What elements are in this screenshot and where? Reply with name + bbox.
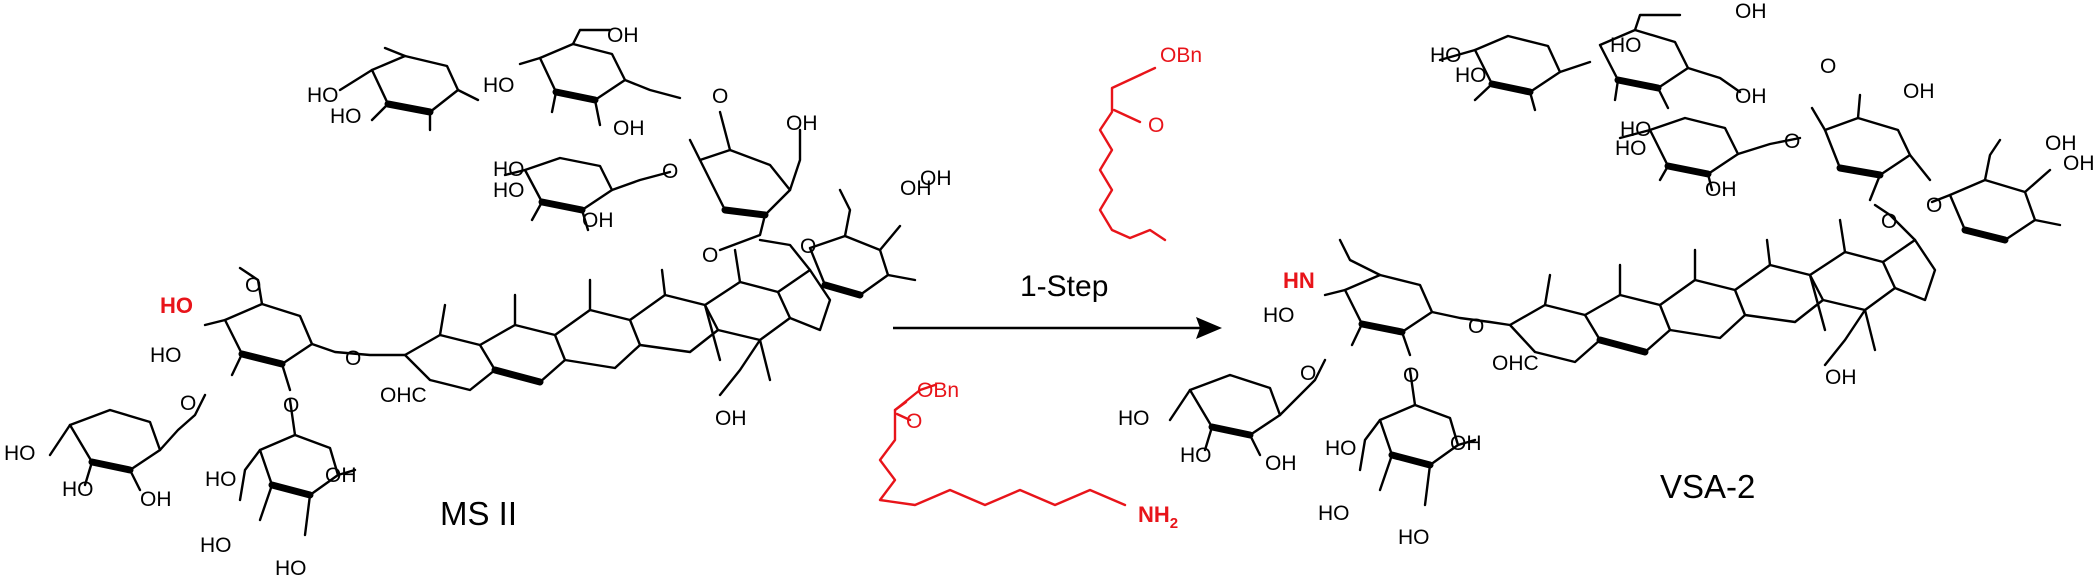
ms2-o-3: O xyxy=(800,235,816,258)
reagent-obn: OBn xyxy=(917,379,959,402)
vsa2-linker-carbonyl-o: O xyxy=(1148,114,1164,137)
vsa2-ho-8: HO xyxy=(1180,444,1212,467)
vsa2-ohc: OHC xyxy=(1492,352,1539,375)
reagent-nh2: NH2 xyxy=(1138,502,1178,532)
ms2-ho-6: HO xyxy=(150,344,182,367)
ms2-oh-4: OH xyxy=(582,209,614,232)
vsa2-ho-9: HO xyxy=(1325,437,1357,460)
ms2-ho-10: HO xyxy=(200,534,232,557)
vsa2-oh-2: OH xyxy=(1735,85,1767,108)
ms2-acid-ho: HO xyxy=(160,293,193,318)
vsa2-o-4: O xyxy=(1881,210,1897,233)
vsa2-bottom-sugar-chain xyxy=(1168,238,1512,507)
vsa2-oh-3: OH xyxy=(1903,80,1935,103)
ms2-triterpene-core xyxy=(403,238,832,397)
ms2-ho-1: HO xyxy=(307,84,339,107)
vsa2-ho-11: HO xyxy=(1398,526,1430,549)
amine-reagent: OBn O NH2 xyxy=(878,379,1178,532)
vsa2-top-sugar-chain xyxy=(1438,13,2062,244)
vsa2-ho-2: HO xyxy=(1455,64,1487,87)
vsa2-ho-3: HO xyxy=(1610,34,1642,57)
ms2-label: MS II xyxy=(440,495,517,532)
vsa2-oh-9: OH xyxy=(1450,432,1482,455)
vsa2-oh-5: OH xyxy=(2045,132,2077,155)
reagent-carbonyl-o: O xyxy=(906,410,922,433)
ms2-o-2: O xyxy=(662,160,678,183)
vsa2-o-7: O xyxy=(1403,364,1419,387)
ms2-o-4: O xyxy=(702,244,718,267)
ms2-ho-7: HO xyxy=(4,442,36,465)
ms2-o-7: O xyxy=(283,394,299,417)
ms2-oh-3: OH xyxy=(786,112,818,135)
ms2-o-1: O xyxy=(712,85,728,108)
vsa2-oh-6: OH xyxy=(2063,152,2095,175)
ms2-oh-8: OH xyxy=(140,488,172,511)
ms2-ho-8: HO xyxy=(62,478,94,501)
vsa2-ho-5: HO xyxy=(1615,137,1647,160)
vsa2-oh-1: OH xyxy=(1735,0,1767,23)
vsa2-structure: OBn O HN xyxy=(1098,0,2095,549)
ms2-structure: HO HO HO OH OH O OH HO HO O OH OH OH O O… xyxy=(4,24,952,580)
ms2-ho-4: HO xyxy=(493,158,525,181)
vsa2-oh-8: OH xyxy=(1265,452,1297,475)
vsa2-obn: OBn xyxy=(1160,44,1202,67)
ms2-ho-3: HO xyxy=(483,74,515,97)
vsa2-oh-7: OH xyxy=(1825,366,1857,389)
ms2-ho-5: HO xyxy=(493,179,525,202)
vsa2-ho-6: HO xyxy=(1263,304,1295,327)
ms2-oh-6: OH xyxy=(920,167,952,190)
vsa2-ho-4: HO xyxy=(1620,118,1652,141)
vsa2-o-1: O xyxy=(1820,55,1836,78)
vsa2-o-2: O xyxy=(1784,130,1800,153)
ms2-top-sugar-chain xyxy=(338,28,917,299)
vsa2-o-6: O xyxy=(1300,362,1316,385)
ms2-oh-7: OH xyxy=(715,407,747,430)
ms2-o-6: O xyxy=(180,392,196,415)
ms2-ohc: OHC xyxy=(380,384,427,407)
ms2-oh-5: OH xyxy=(900,177,932,200)
vsa2-label: VSA-2 xyxy=(1660,468,1755,505)
ms2-bottom-sugar-chain xyxy=(48,266,407,537)
vsa2-o-3: O xyxy=(1926,194,1942,217)
ms2-o-5: O xyxy=(345,347,361,370)
vsa2-oh-4: OH xyxy=(1705,178,1737,201)
reaction-arrow: 1-Step xyxy=(893,270,1222,339)
vsa2-ho-7: HO xyxy=(1118,407,1150,430)
vsa2-triterpene-core xyxy=(1508,203,1937,367)
ms2-oh-9: OH xyxy=(325,464,357,487)
vsa2-o-5: O xyxy=(1468,315,1484,338)
vsa2-linker-chain: OBn O HN xyxy=(1098,44,1315,293)
ms2-ho-11: HO xyxy=(275,557,307,580)
ms2-ho-9: HO xyxy=(205,468,237,491)
ms2-ho-2: HO xyxy=(330,105,362,128)
ms2-oh-1: OH xyxy=(607,24,639,47)
vsa2-ho-10: HO xyxy=(1318,502,1350,525)
vsa2-ho-1: HO xyxy=(1430,44,1462,67)
ms2-oh-2: OH xyxy=(613,117,645,140)
reaction-condition: 1-Step xyxy=(1020,270,1108,303)
vsa2-amide-hn: HN xyxy=(1283,268,1315,293)
ms2-acid-o: O xyxy=(245,274,261,297)
